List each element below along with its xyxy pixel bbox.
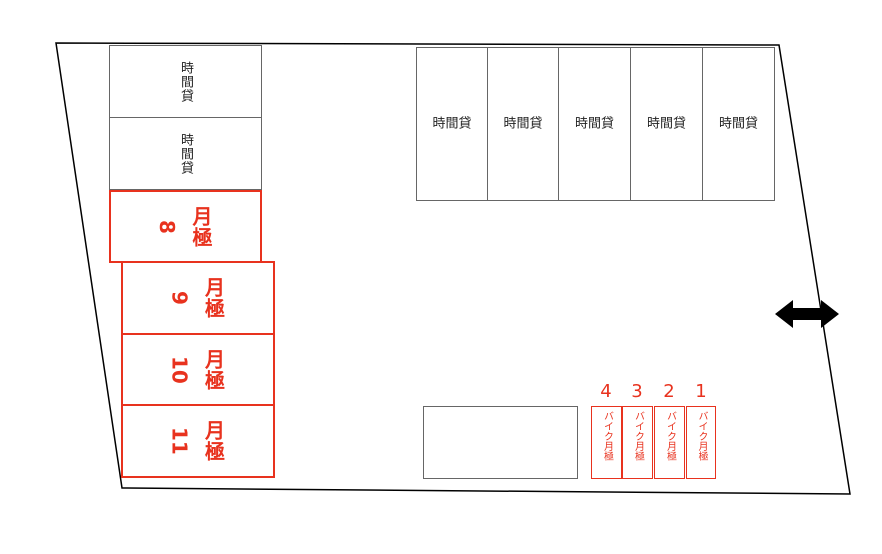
bike-label: バイク月極 <box>632 411 644 461</box>
top-hourly-slot-5: 時間貸 <box>702 47 775 201</box>
top-hourly-slot-2: 時間貸 <box>487 47 559 201</box>
bike-number-2: 2 <box>663 381 675 402</box>
bike-number-1: 1 <box>695 381 707 402</box>
bike-number-3: 3 <box>631 381 643 402</box>
bike-slot-4: バイク月極 <box>591 406 622 479</box>
bike-number-4: 4 <box>600 381 612 402</box>
slot-label: 時間貸 <box>574 116 614 132</box>
top-hourly-slot-3: 時間貸 <box>558 47 631 201</box>
slot-label: 時間貸 <box>718 116 758 132</box>
bike-slot-3: バイク月極 <box>622 406 653 479</box>
monthly-number: 8 <box>155 219 179 234</box>
bike-slot-1: バイク月極 <box>686 406 716 479</box>
slot-label: 時間貸 <box>178 132 193 175</box>
monthly-number: 11 <box>167 427 192 455</box>
left-hourly-slot-1: 時間貸 <box>109 45 262 118</box>
top-hourly-slot-1: 時間貸 <box>416 47 488 201</box>
slot-label: 時間貸 <box>178 60 193 103</box>
monthly-number: 10 <box>167 355 192 384</box>
double-arrow-icon <box>775 300 839 328</box>
left-hourly-slot-2: 時間貸 <box>109 117 262 190</box>
bike-label: バイク月極 <box>601 411 613 461</box>
monthly-slot-8: 月極 8 <box>109 190 262 263</box>
bike-label: バイク月極 <box>664 411 676 461</box>
slot-label: 時間貸 <box>646 116 686 132</box>
slot-label: 時間貸 <box>503 116 543 132</box>
monthly-number: 9 <box>167 291 192 305</box>
monthly-label: 月極 <box>201 420 226 462</box>
bike-slot-2: バイク月極 <box>654 406 685 479</box>
monthly-slot-10: 月極 10 <box>121 333 275 406</box>
monthly-label: 月極 <box>201 348 226 391</box>
slot-label: 時間貸 <box>432 116 472 132</box>
lot-boundary <box>55 42 851 495</box>
empty-area <box>423 406 578 479</box>
monthly-slot-11: 月極 11 <box>121 404 275 478</box>
monthly-slot-9: 月極 9 <box>121 261 275 335</box>
top-hourly-slot-4: 時間貸 <box>630 47 703 201</box>
monthly-label: 月極 <box>189 205 213 248</box>
monthly-label: 月極 <box>201 277 226 319</box>
bike-label: バイク月極 <box>696 411 707 461</box>
